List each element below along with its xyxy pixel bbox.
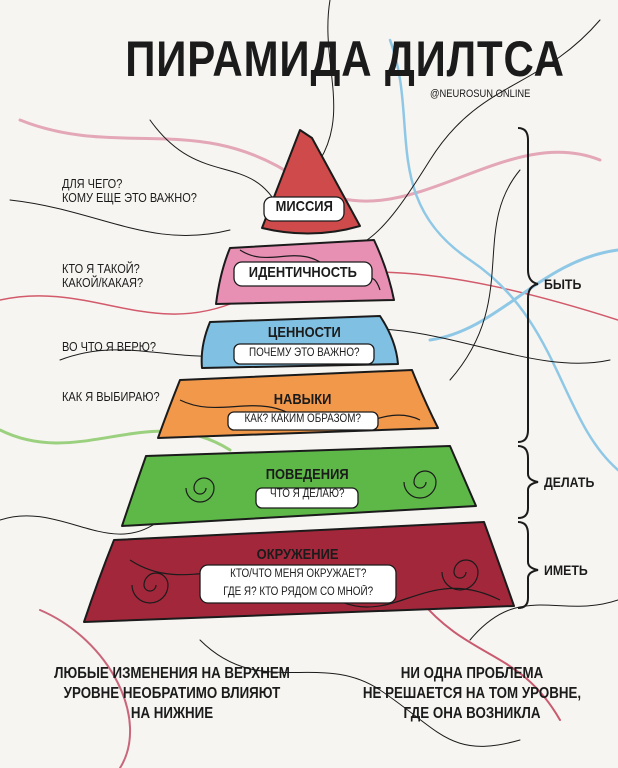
question-mission: ДЛЯ ЧЕГО? КОМУ ЕЩЕ ЭТО ВАЖНО? bbox=[62, 177, 197, 205]
brace-label-have: ИМЕТЬ bbox=[544, 562, 588, 578]
level-environment: ОКРУЖЕНИЕ КТО/ЧТО МЕНЯ ОКРУЖАЕТ? ГДЕ Я? … bbox=[223, 546, 373, 598]
question-values: ВО ЧТО Я ВЕРЮ? bbox=[62, 340, 156, 354]
level-mission: МИССИЯ bbox=[275, 198, 333, 215]
level-identity: ИДЕНТИЧНОСТЬ bbox=[248, 264, 358, 281]
brace-label-be: БЫТЬ bbox=[544, 276, 582, 292]
footer-left-note: ЛЮБЫЕ ИЗМЕНЕНИЯ НА ВЕРХНЕМ УРОВНЕ НЕОБРА… bbox=[54, 665, 290, 722]
brace-lines bbox=[517, 127, 539, 609]
footer-right-note: НИ ОДНА ПРОБЛЕМА НЕ РЕШАЕТСЯ НА ТОМ УРОВ… bbox=[362, 665, 582, 722]
question-identity: КТО Я ТАКОЙ? КАКОЙ/КАКАЯ? bbox=[62, 262, 144, 290]
level-skills: НАВЫКИ КАК? КАКИМ ОБРАЗОМ? bbox=[244, 391, 362, 425]
level-behavior: ПОВЕДЕНИЯ ЧТО Я ДЕЛАЮ? bbox=[265, 466, 349, 500]
brace-label-do: ДЕЛАТЬ bbox=[544, 474, 595, 490]
level-values: ЦЕННОСТИ ПОЧЕМУ ЭТО ВАЖНО? bbox=[248, 324, 360, 359]
level-behavior-shape bbox=[121, 445, 477, 527]
question-skills: КАК Я ВЫБИРАЮ? bbox=[62, 390, 160, 404]
page-title: ПИРАМИДА ДИЛТСА bbox=[125, 31, 565, 87]
author-handle: @NEUROSUN.ONLINE bbox=[430, 88, 531, 100]
